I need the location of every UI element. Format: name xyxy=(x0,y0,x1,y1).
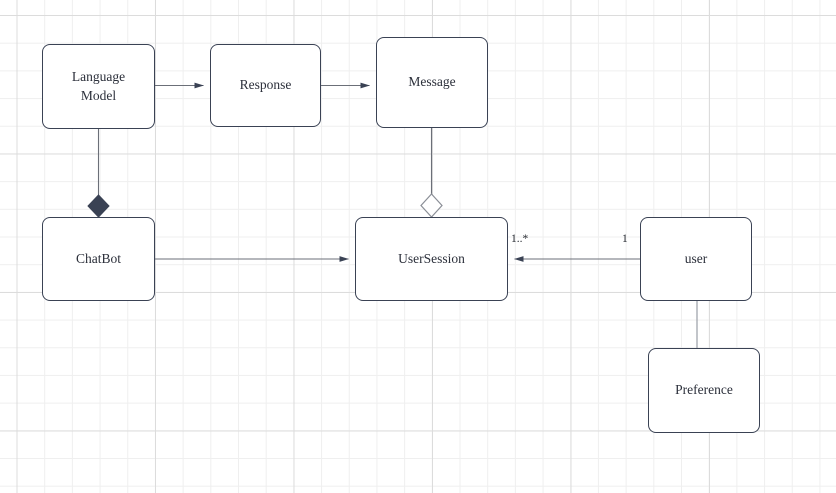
node-label: user xyxy=(684,250,708,266)
node-label: ChatBot xyxy=(75,250,121,266)
node-preference[interactable]: Preference xyxy=(648,348,760,433)
node-label: Response xyxy=(239,77,292,93)
node-label: UserSession xyxy=(398,250,465,266)
edge-message-to-usersession[interactable] xyxy=(420,128,443,218)
filled-diamond-icon xyxy=(87,194,110,218)
node-response[interactable]: Response xyxy=(210,44,321,127)
edge-languagemodel-to-chatbot[interactable] xyxy=(87,129,110,218)
node-label: Preference xyxy=(675,382,733,398)
node-chatbot[interactable]: ChatBot xyxy=(42,217,155,301)
node-label: Message xyxy=(408,74,456,90)
node-user[interactable]: user xyxy=(640,217,752,301)
node-message[interactable]: Message xyxy=(376,37,488,128)
edge-label-multiplicity-one: 1 xyxy=(622,233,628,245)
node-label: Language Model xyxy=(71,69,126,103)
edge-label-multiplicity-many: 1..* xyxy=(511,233,529,245)
node-usersession[interactable]: UserSession xyxy=(355,217,508,301)
node-language-model[interactable]: Language Model xyxy=(42,44,155,129)
hollow-diamond-icon xyxy=(420,193,443,218)
